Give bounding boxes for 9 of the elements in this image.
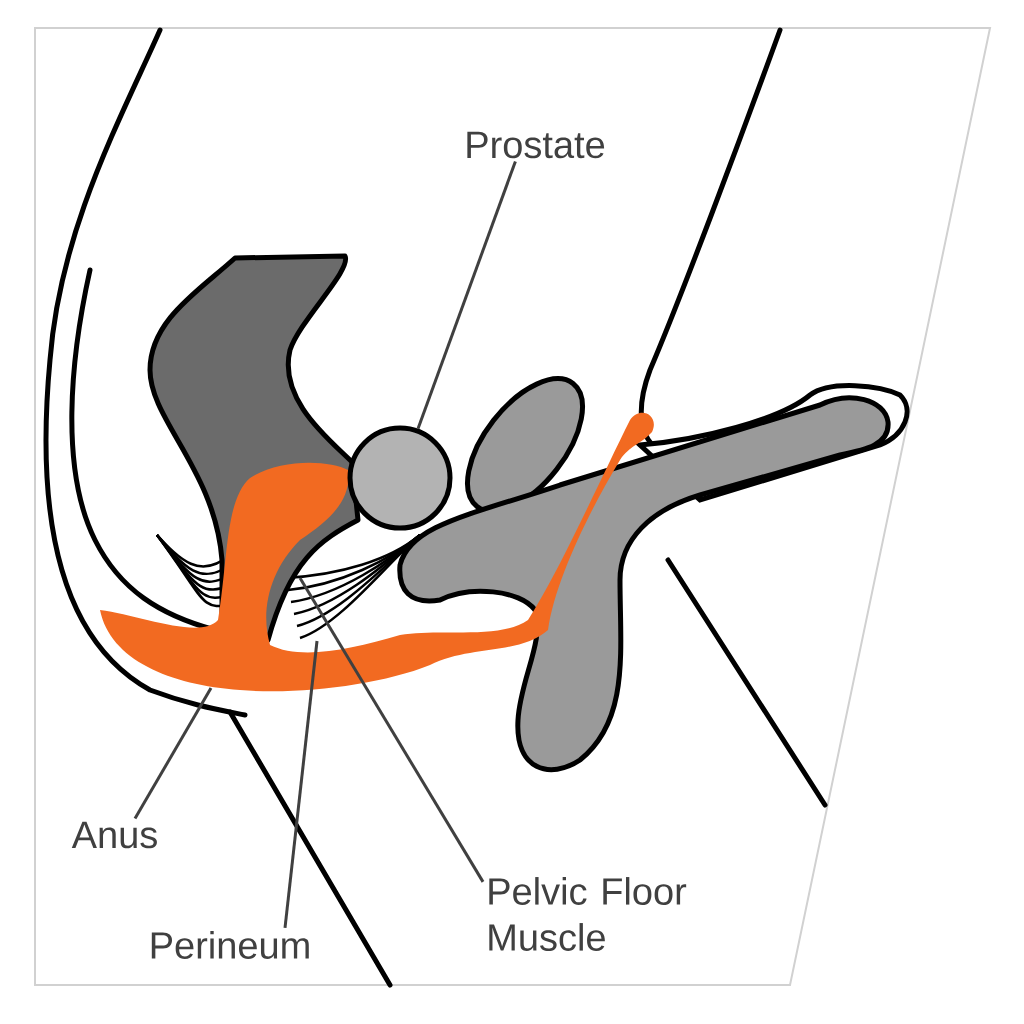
part-label: Prostate: [467, 131, 605, 159]
part-label: Pelvic Floor Muscle: [489, 877, 687, 951]
part-label: Anus: [71, 821, 157, 849]
leader-line: [298, 577, 485, 883]
leader-line: [416, 160, 517, 430]
part-label: Perineum: [151, 931, 309, 959]
leader-line: [133, 687, 213, 820]
prostate-circle: [347, 425, 453, 531]
leader-line: [283, 640, 319, 929]
